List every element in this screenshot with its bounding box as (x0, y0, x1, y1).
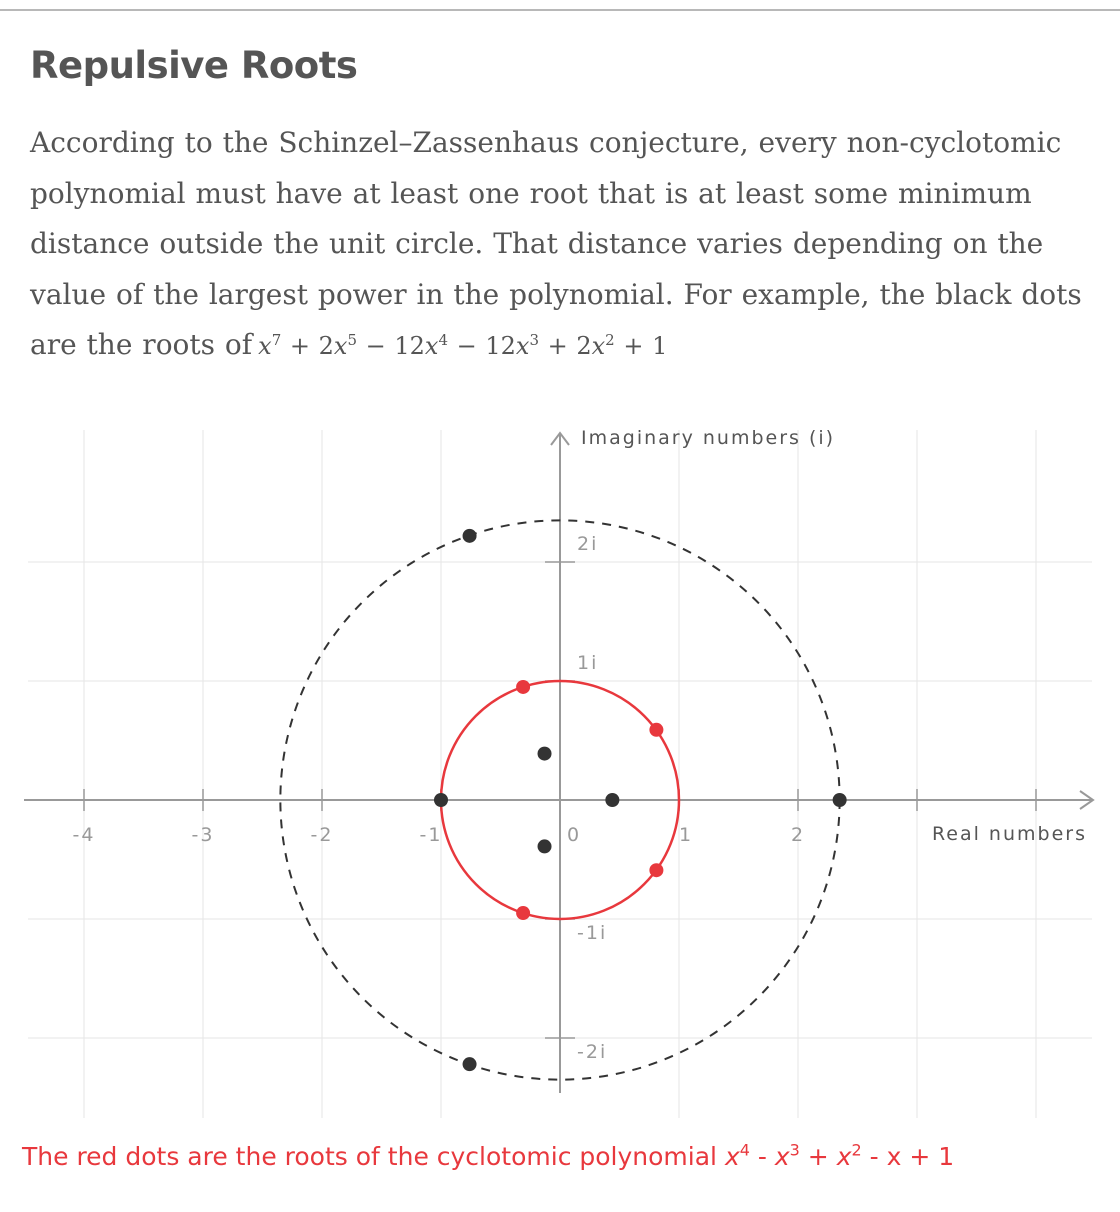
black-root-point (537, 839, 552, 854)
x-tick-label: -4 (73, 824, 96, 846)
complex-plane-chart: -4 -3 -2 -1 0 1 2 2i 1i -1i -2i Real numbers Imagina… (24, 427, 1095, 1118)
black-root-point (462, 528, 477, 543)
black-root-point (537, 746, 552, 761)
y-tick-label: -2i (577, 1041, 607, 1063)
black-root-point (832, 793, 847, 807)
x-tick-label: 2 (791, 824, 805, 846)
x-tick-label: -3 (192, 824, 215, 846)
y-axis-title: Imaginary numbers (i) (581, 427, 835, 449)
y-tick-label: 1i (577, 652, 598, 674)
y-tick-label: -1i (577, 922, 607, 944)
x-axis-arrow (1079, 790, 1095, 810)
black-root-point (605, 793, 620, 807)
y-axis-arrow (550, 431, 570, 446)
x-tick-label: -2 (311, 824, 334, 846)
black-root-point (462, 1057, 477, 1072)
red-root-point (649, 863, 664, 878)
intro-text: According to the Schinzel–Zassenhaus con… (30, 126, 1082, 361)
x-tick-label: 0 (567, 824, 581, 846)
red-root-point (649, 722, 664, 737)
page-title: Repulsive Roots (30, 44, 358, 87)
chart-caption: The red dots are the roots of the cyclot… (22, 1140, 955, 1171)
intro-paragraph: According to the Schinzel–Zassenhaus con… (30, 118, 1100, 372)
x-tick-label: 1 (679, 824, 693, 846)
black-root-point (434, 793, 448, 807)
y-tick-label: 2i (577, 533, 598, 555)
red-root-point (516, 679, 531, 694)
x-axis-title: Real numbers (932, 823, 1087, 845)
polynomial-expression: x7 + 2x5 − 12x4 − 12x3 + 2x2 + 1 (258, 331, 668, 360)
top-divider (0, 9, 1120, 11)
red-root-point (516, 906, 531, 921)
x-tick-label: -1 (420, 824, 443, 846)
